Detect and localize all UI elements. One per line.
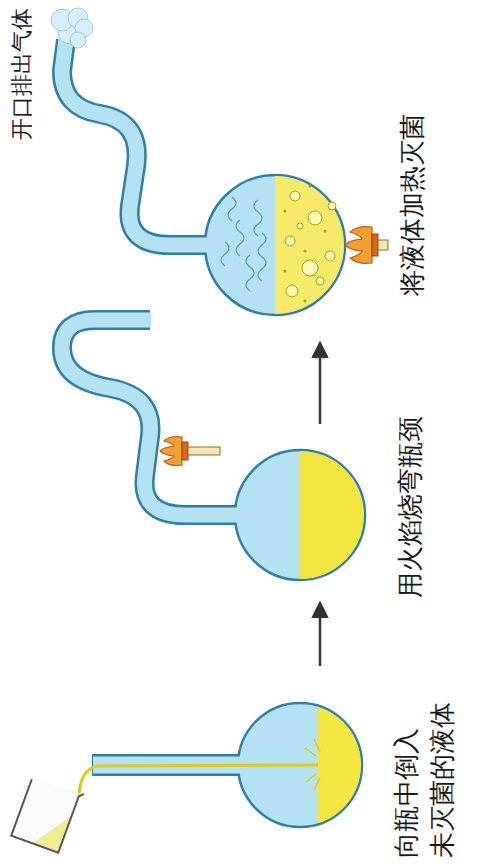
step-arrow: [319, 604, 322, 666]
stage-label: 向瓶中倒入 未灭菌的液体: [388, 678, 460, 858]
flask-2: [62, 320, 370, 586]
flask-3: [62, 39, 355, 321]
step-arrow: [319, 344, 322, 424]
beaker: [11, 775, 84, 854]
stage-label: 用火焰烧弯瓶颈: [394, 398, 426, 598]
callout-label: 开口排出气体: [8, 4, 36, 140]
flask-1: [79, 686, 378, 836]
burner: [160, 437, 220, 466]
steam-cloud: [51, 8, 93, 48]
burner: [345, 227, 388, 264]
stage-label: 将液体加热灭菌: [396, 96, 428, 296]
